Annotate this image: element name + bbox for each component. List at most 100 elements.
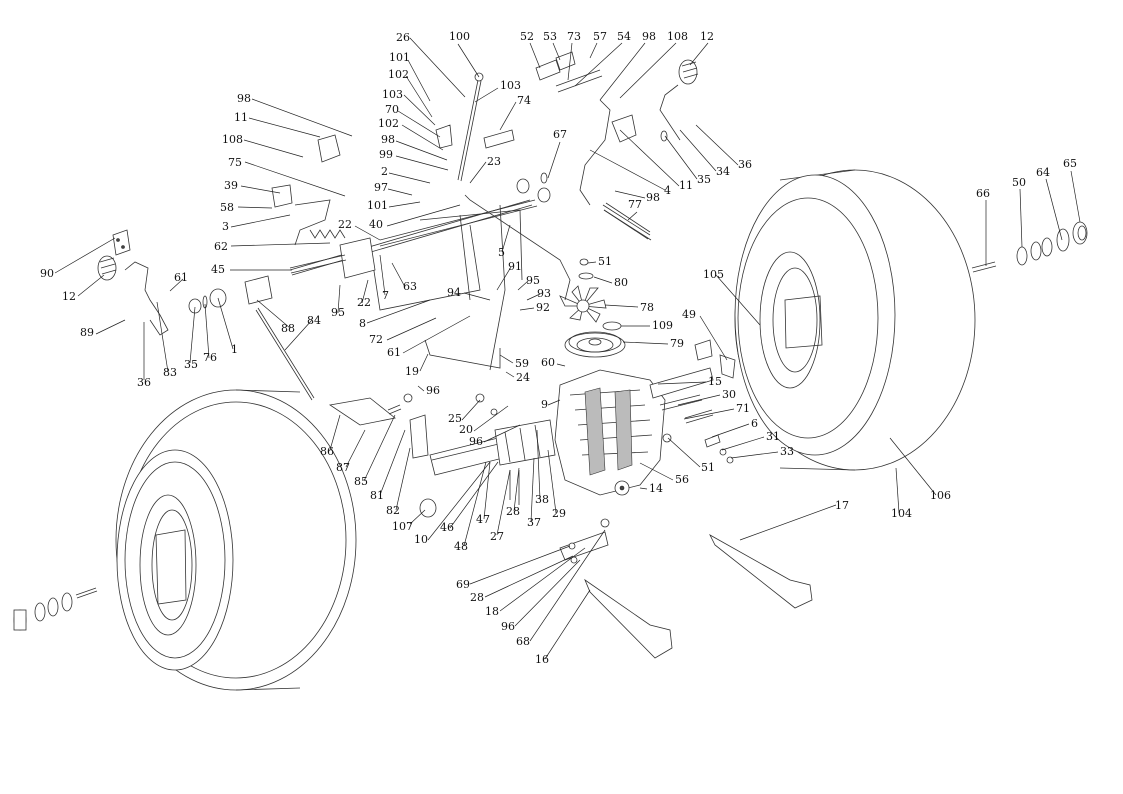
leader-line (517, 280, 529, 291)
drive-pulley (564, 331, 626, 358)
leader-line (483, 424, 521, 443)
leader-line (567, 42, 573, 81)
label-47: 47 (476, 513, 490, 526)
leader-line (417, 385, 425, 392)
leader-line (556, 363, 566, 367)
leader-line (496, 266, 512, 291)
label-96: 96 (501, 620, 515, 633)
leader-line (284, 319, 313, 351)
label-109: 109 (652, 319, 673, 332)
leader-line (499, 354, 514, 364)
label-93: 93 (537, 287, 551, 300)
leader-line (402, 315, 471, 354)
label-16: 16 (535, 653, 549, 666)
leader-line (77, 274, 105, 297)
label-48: 48 (454, 540, 468, 553)
label-87: 87 (336, 461, 350, 474)
leader-line (1070, 170, 1081, 223)
label-106: 106 (930, 489, 951, 502)
leader-line (379, 429, 406, 496)
label-38: 38 (535, 493, 549, 506)
right-rear-tire (734, 169, 976, 471)
label-61: 61 (387, 346, 401, 359)
label-19: 19 (405, 365, 419, 378)
label-63: 63 (403, 280, 417, 293)
left-axle-hardware (13, 587, 98, 631)
leader-line (244, 161, 346, 197)
nut-51 (579, 258, 589, 266)
label-12: 12 (700, 30, 714, 43)
label-33: 33 (780, 445, 794, 458)
label-8: 8 (359, 317, 366, 330)
label-5: 5 (498, 246, 505, 259)
label-18: 18 (485, 605, 499, 618)
leader-line (354, 225, 381, 241)
spring-85 (387, 404, 402, 415)
leader-line (379, 254, 386, 296)
label-104: 104 (891, 507, 912, 520)
label-6: 6 (751, 417, 758, 430)
leader-line (619, 129, 680, 187)
leader-line (483, 461, 491, 520)
bracket-74 (483, 129, 515, 149)
label-11: 11 (679, 179, 693, 192)
label-7: 7 (382, 289, 389, 302)
left-rear-tire (115, 389, 357, 691)
rod-84 (255, 307, 315, 401)
label-77: 77 (628, 198, 642, 211)
label-95: 95 (331, 306, 345, 319)
label-95: 95 (526, 274, 540, 287)
label-40: 40 (369, 218, 383, 231)
leader-line (547, 399, 561, 406)
label-89: 89 (80, 326, 94, 339)
label-98: 98 (646, 191, 660, 204)
label-23: 23 (487, 155, 501, 168)
label-14: 14 (649, 482, 663, 495)
leader-line (599, 42, 646, 101)
label-11: 11 (234, 111, 248, 124)
leader-line (361, 279, 369, 304)
label-26: 26 (396, 31, 410, 44)
leader-line (474, 87, 499, 103)
leader-line (427, 461, 491, 541)
bracket-88 (244, 275, 273, 305)
label-88: 88 (281, 322, 295, 335)
label-100: 100 (449, 30, 470, 43)
label-15: 15 (708, 375, 722, 388)
label-57: 57 (593, 30, 607, 43)
label-84: 84 (307, 314, 321, 327)
leader-line (387, 188, 413, 196)
bracket-49 (719, 354, 736, 379)
leader-line (248, 117, 321, 138)
label-75: 75 (228, 156, 242, 169)
leader-line (366, 299, 431, 324)
spring-62 (309, 229, 346, 239)
label-51: 51 (598, 255, 612, 268)
leader-line (889, 437, 937, 496)
leader-line (405, 75, 433, 118)
label-50: 50 (1012, 176, 1026, 189)
label-45: 45 (211, 263, 225, 276)
leader-line (403, 94, 436, 126)
leader-line (501, 224, 511, 253)
leader-line (499, 101, 517, 131)
leader-line (217, 297, 234, 350)
leader-line (1019, 188, 1023, 248)
leader-line (386, 317, 437, 341)
leader-lines (54, 37, 1081, 660)
label-90: 90 (40, 267, 54, 280)
leader-line (526, 293, 541, 301)
leader-line (386, 204, 461, 227)
label-98: 98 (642, 30, 656, 43)
label-30: 30 (722, 388, 736, 401)
right-axle-hardware (971, 221, 1088, 273)
label-102: 102 (388, 68, 409, 81)
label-27: 27 (490, 530, 504, 543)
label-54: 54 (617, 30, 631, 43)
leader-line (95, 319, 126, 335)
leader-line (251, 98, 353, 137)
linkage-rod-19 (424, 339, 501, 369)
leader-line (529, 42, 541, 69)
label-61: 61 (174, 271, 188, 284)
leader-line (329, 414, 341, 451)
